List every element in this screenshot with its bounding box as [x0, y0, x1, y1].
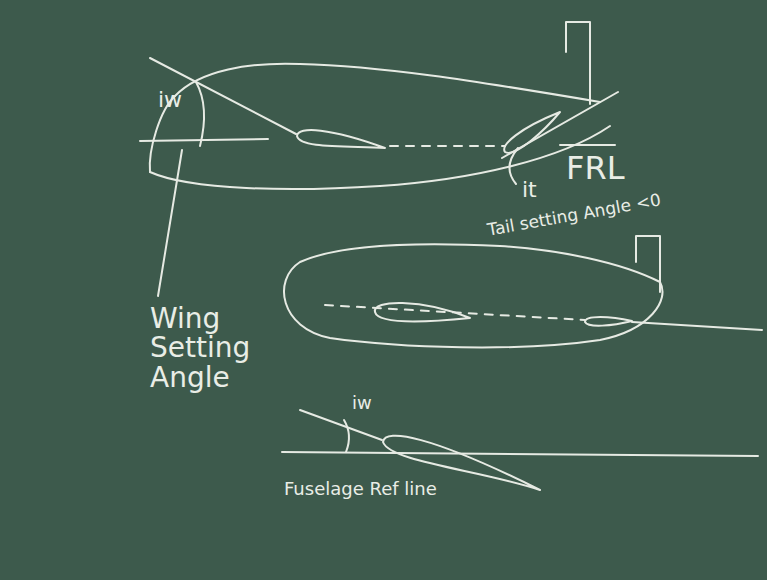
- reference-label: FRL: [566, 152, 624, 186]
- angle-symbol: it: [522, 178, 537, 201]
- tail-airfoil: [585, 317, 632, 326]
- angle-symbol: iw: [352, 394, 372, 413]
- angle-arc: [509, 148, 518, 184]
- tail-airfoil: [504, 112, 560, 153]
- reference-line: [390, 145, 505, 147]
- reference-line: [632, 322, 762, 330]
- angle-arc: [196, 82, 204, 146]
- wing-airfoil: [375, 303, 470, 321]
- reference-line: [140, 139, 268, 141]
- angle-arc: [344, 420, 349, 452]
- chord-line: [150, 58, 296, 134]
- wing-airfoil: [297, 130, 385, 148]
- note-text: Wing Setting Angle: [150, 304, 270, 392]
- fuselage-outline: [175, 64, 600, 102]
- reference-line: [560, 144, 615, 146]
- chord-line: [502, 92, 618, 158]
- leader-line: [158, 150, 182, 296]
- note-text: Tail setting Angle <0: [486, 191, 662, 239]
- vertical-tail: [636, 236, 660, 292]
- angle-symbol: iw: [158, 88, 182, 111]
- fuselage-reference-line: [282, 452, 758, 456]
- vertical-tail: [566, 22, 590, 104]
- chord-line: [300, 410, 382, 440]
- note-text: Fuselage Ref line: [284, 480, 437, 499]
- fuselage-outline: [284, 244, 662, 347]
